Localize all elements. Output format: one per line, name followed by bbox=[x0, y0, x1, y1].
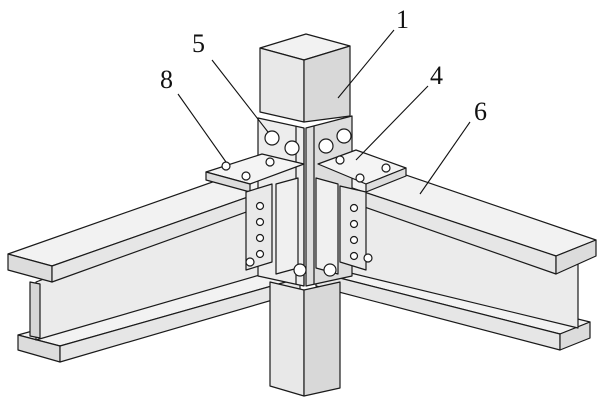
web-bolt-left-2 bbox=[255, 217, 265, 227]
leader-line-5 bbox=[211, 59, 269, 133]
label-4: 4 bbox=[430, 61, 443, 90]
plate-bolt-right-2 bbox=[381, 163, 391, 173]
leader-line-8 bbox=[177, 93, 227, 163]
left-web-plate bbox=[245, 183, 273, 271]
plate-bolt-left-1 bbox=[221, 161, 231, 171]
plate-bolt-right-1 bbox=[355, 173, 365, 183]
web-bolt-right-4 bbox=[349, 251, 359, 261]
right-beam-bottom-flange-end bbox=[559, 321, 591, 351]
web-bolt-right-2 bbox=[349, 219, 359, 229]
lower-bolt-right bbox=[363, 253, 373, 263]
plate-bolt-right-3 bbox=[335, 155, 345, 165]
web-bolt-left-1 bbox=[255, 201, 265, 211]
web-connection-plates bbox=[245, 177, 367, 275]
part-labels: 1 4 5 6 8 bbox=[160, 5, 487, 126]
leader-line-4 bbox=[355, 85, 429, 161]
leader-line-1 bbox=[337, 29, 395, 99]
label-1: 1 bbox=[396, 5, 409, 34]
plate-bolt-left-2 bbox=[241, 171, 251, 181]
collar-bolt-2 bbox=[284, 140, 300, 156]
column-lower-right-face bbox=[303, 281, 341, 397]
leader-lines bbox=[177, 29, 471, 195]
leader-line-6 bbox=[419, 121, 471, 195]
right-web-plate bbox=[339, 185, 367, 271]
web-bolt-left-3 bbox=[255, 233, 265, 243]
web-bolt-right-1 bbox=[349, 203, 359, 213]
left-i-beam bbox=[7, 165, 303, 363]
web-bolt-right-3 bbox=[349, 235, 359, 245]
web-bolt-left-4 bbox=[255, 249, 265, 259]
collar-bolt-6 bbox=[323, 263, 337, 277]
column-right-face bbox=[303, 45, 351, 123]
label-8: 8 bbox=[160, 65, 173, 94]
right-top-cover-plate-edge bbox=[365, 167, 407, 193]
plate-bolt-left-3 bbox=[265, 157, 275, 167]
collar-bolt-3 bbox=[318, 138, 334, 154]
column-lower-left-face bbox=[269, 281, 305, 397]
label-6: 6 bbox=[474, 97, 487, 126]
square-column bbox=[259, 33, 351, 397]
collar-bolt-1 bbox=[264, 130, 280, 146]
right-beam-top-flange-end bbox=[555, 239, 597, 275]
label-5: 5 bbox=[192, 29, 205, 58]
left-beam-web-end bbox=[29, 281, 41, 339]
collar-bolt-5 bbox=[293, 263, 307, 277]
lower-bolt-left bbox=[245, 257, 255, 267]
column-left-face bbox=[259, 47, 305, 123]
collar-bolt-4 bbox=[336, 128, 352, 144]
right-inner-stiffener bbox=[315, 177, 339, 275]
bolts bbox=[221, 128, 391, 277]
left-inner-stiffener bbox=[275, 177, 299, 275]
